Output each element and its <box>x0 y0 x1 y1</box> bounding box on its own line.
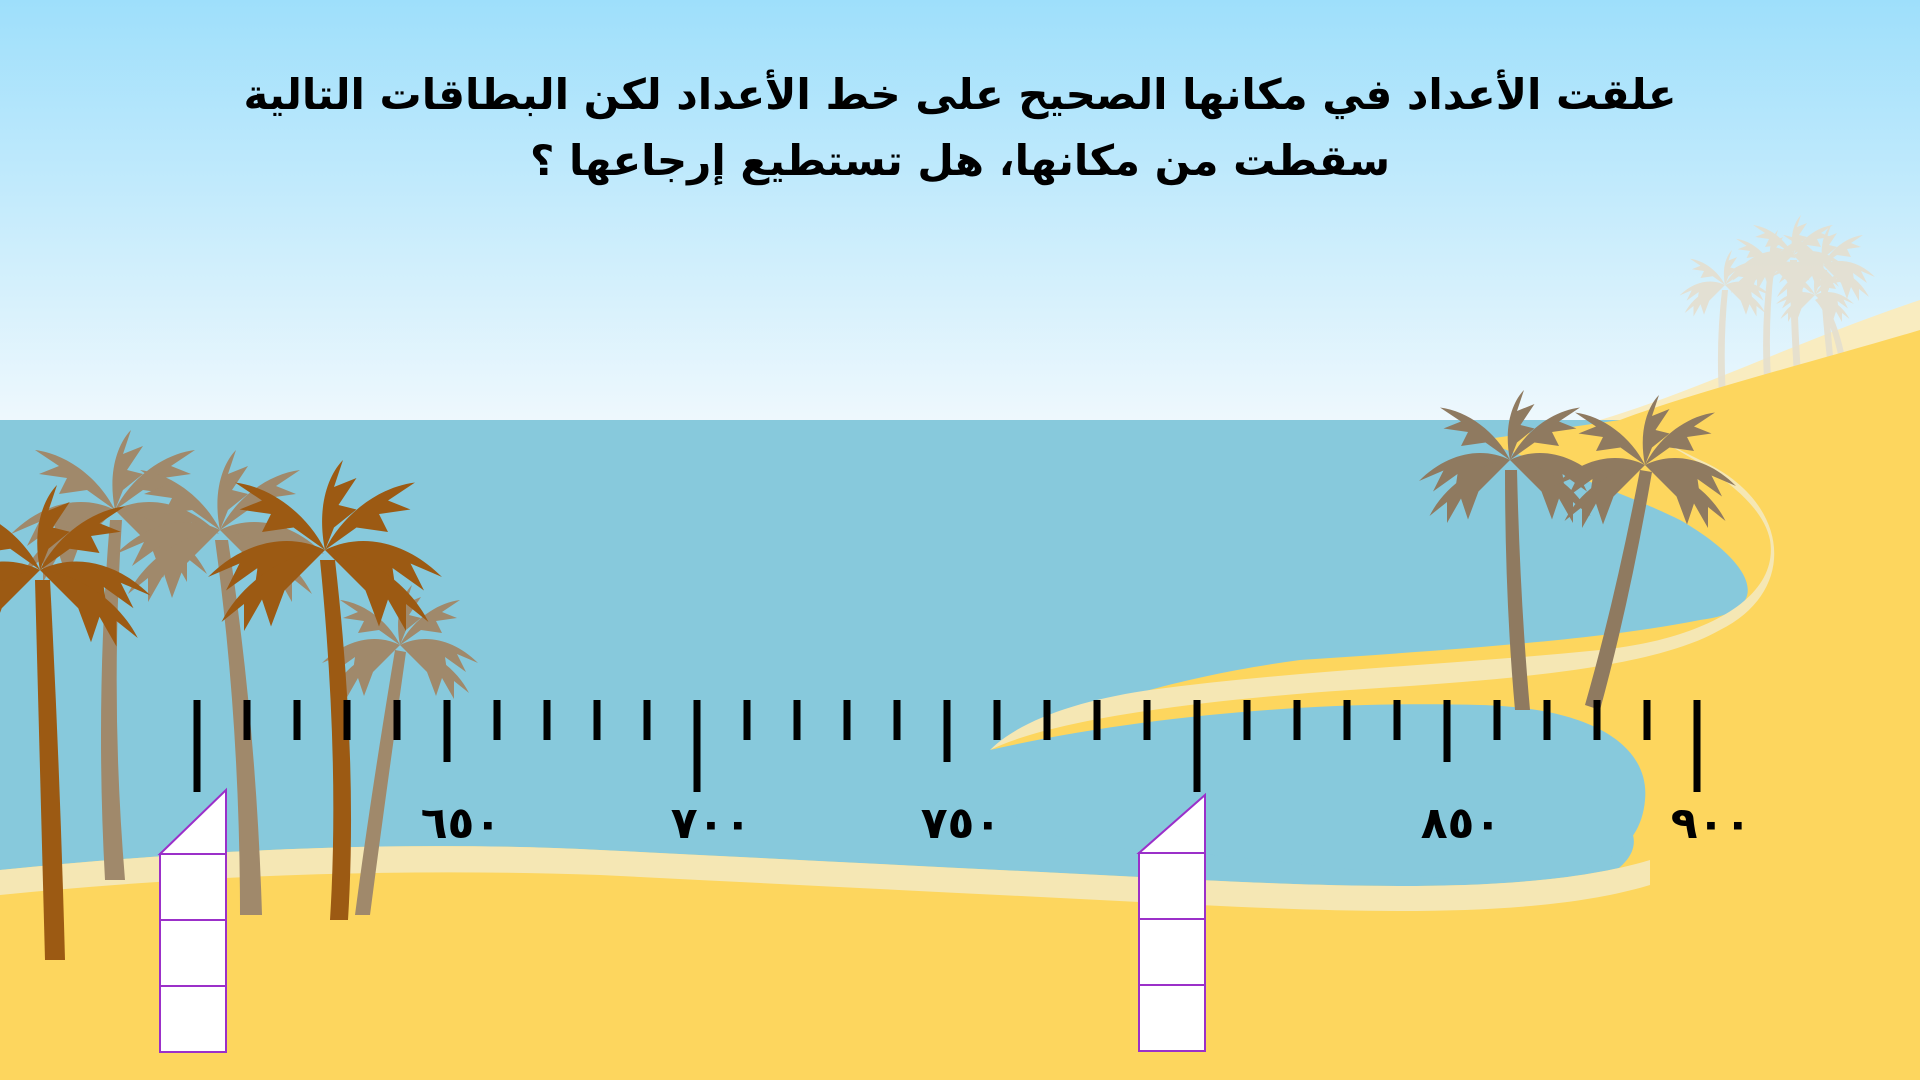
tick-820 <box>1293 700 1301 740</box>
tick-710 <box>743 700 751 740</box>
label-650: ٦٥٠ <box>420 798 502 849</box>
missing-card-600[interactable] <box>157 787 227 1053</box>
tick-700 <box>693 700 701 792</box>
tick-800 <box>1193 700 1201 792</box>
label-750: ٧٥٠ <box>920 798 1002 849</box>
tick-740 <box>893 700 901 740</box>
tick-690 <box>643 700 651 740</box>
tick-650 <box>443 700 451 762</box>
tick-730 <box>843 700 851 740</box>
label-900: ٩٠٠ <box>1670 798 1752 849</box>
sand-right-shore <box>990 420 1775 750</box>
tick-770 <box>1043 700 1051 740</box>
tick-850 <box>1443 700 1451 762</box>
tick-870 <box>1543 700 1551 740</box>
card-cell-1 <box>159 853 227 921</box>
instruction-line-1: علقت الأعداد في مكانها الصحيح على خط الأ… <box>243 70 1677 119</box>
card-cell-3 <box>159 985 227 1053</box>
card-cell-2 <box>159 919 227 987</box>
tick-620 <box>293 700 301 740</box>
label-700: ٧٠٠ <box>670 798 752 849</box>
left-palms-front <box>0 460 442 960</box>
number-line <box>193 700 1701 792</box>
tick-640 <box>393 700 401 740</box>
tick-830 <box>1343 700 1351 740</box>
label-850: ٨٥٠ <box>1420 798 1502 849</box>
tick-840 <box>1393 700 1401 740</box>
tick-810 <box>1243 700 1251 740</box>
tick-900 <box>1693 700 1701 792</box>
tick-670 <box>543 700 551 740</box>
lagoon <box>989 704 1646 880</box>
tick-890 <box>1643 700 1651 740</box>
instruction-line-2: سقطت من مكانها، هل تستطيع إرجاعها ؟ <box>529 136 1391 185</box>
left-palms-back <box>10 430 478 915</box>
instruction-text: علقت الأعداد في مكانها الصحيح على خط الأ… <box>160 62 1760 194</box>
sky <box>0 0 1920 420</box>
right-palms <box>1419 390 1736 710</box>
tick-780 <box>1093 700 1101 740</box>
tick-760 <box>993 700 1001 740</box>
card-cell-3 <box>1138 984 1206 1052</box>
card-cell-1 <box>1138 852 1206 920</box>
tick-680 <box>593 700 601 740</box>
tick-790 <box>1143 700 1151 740</box>
card-cell-2 <box>1138 918 1206 986</box>
tick-610 <box>243 700 251 740</box>
beach-bottom-shore <box>0 846 1650 911</box>
tick-660 <box>493 700 501 740</box>
tick-630 <box>343 700 351 740</box>
tick-600 <box>193 700 201 792</box>
tick-860 <box>1493 700 1501 740</box>
tick-880 <box>1593 700 1601 740</box>
tick-750 <box>943 700 951 762</box>
missing-card-800[interactable] <box>1136 792 1206 1052</box>
tick-720 <box>793 700 801 740</box>
